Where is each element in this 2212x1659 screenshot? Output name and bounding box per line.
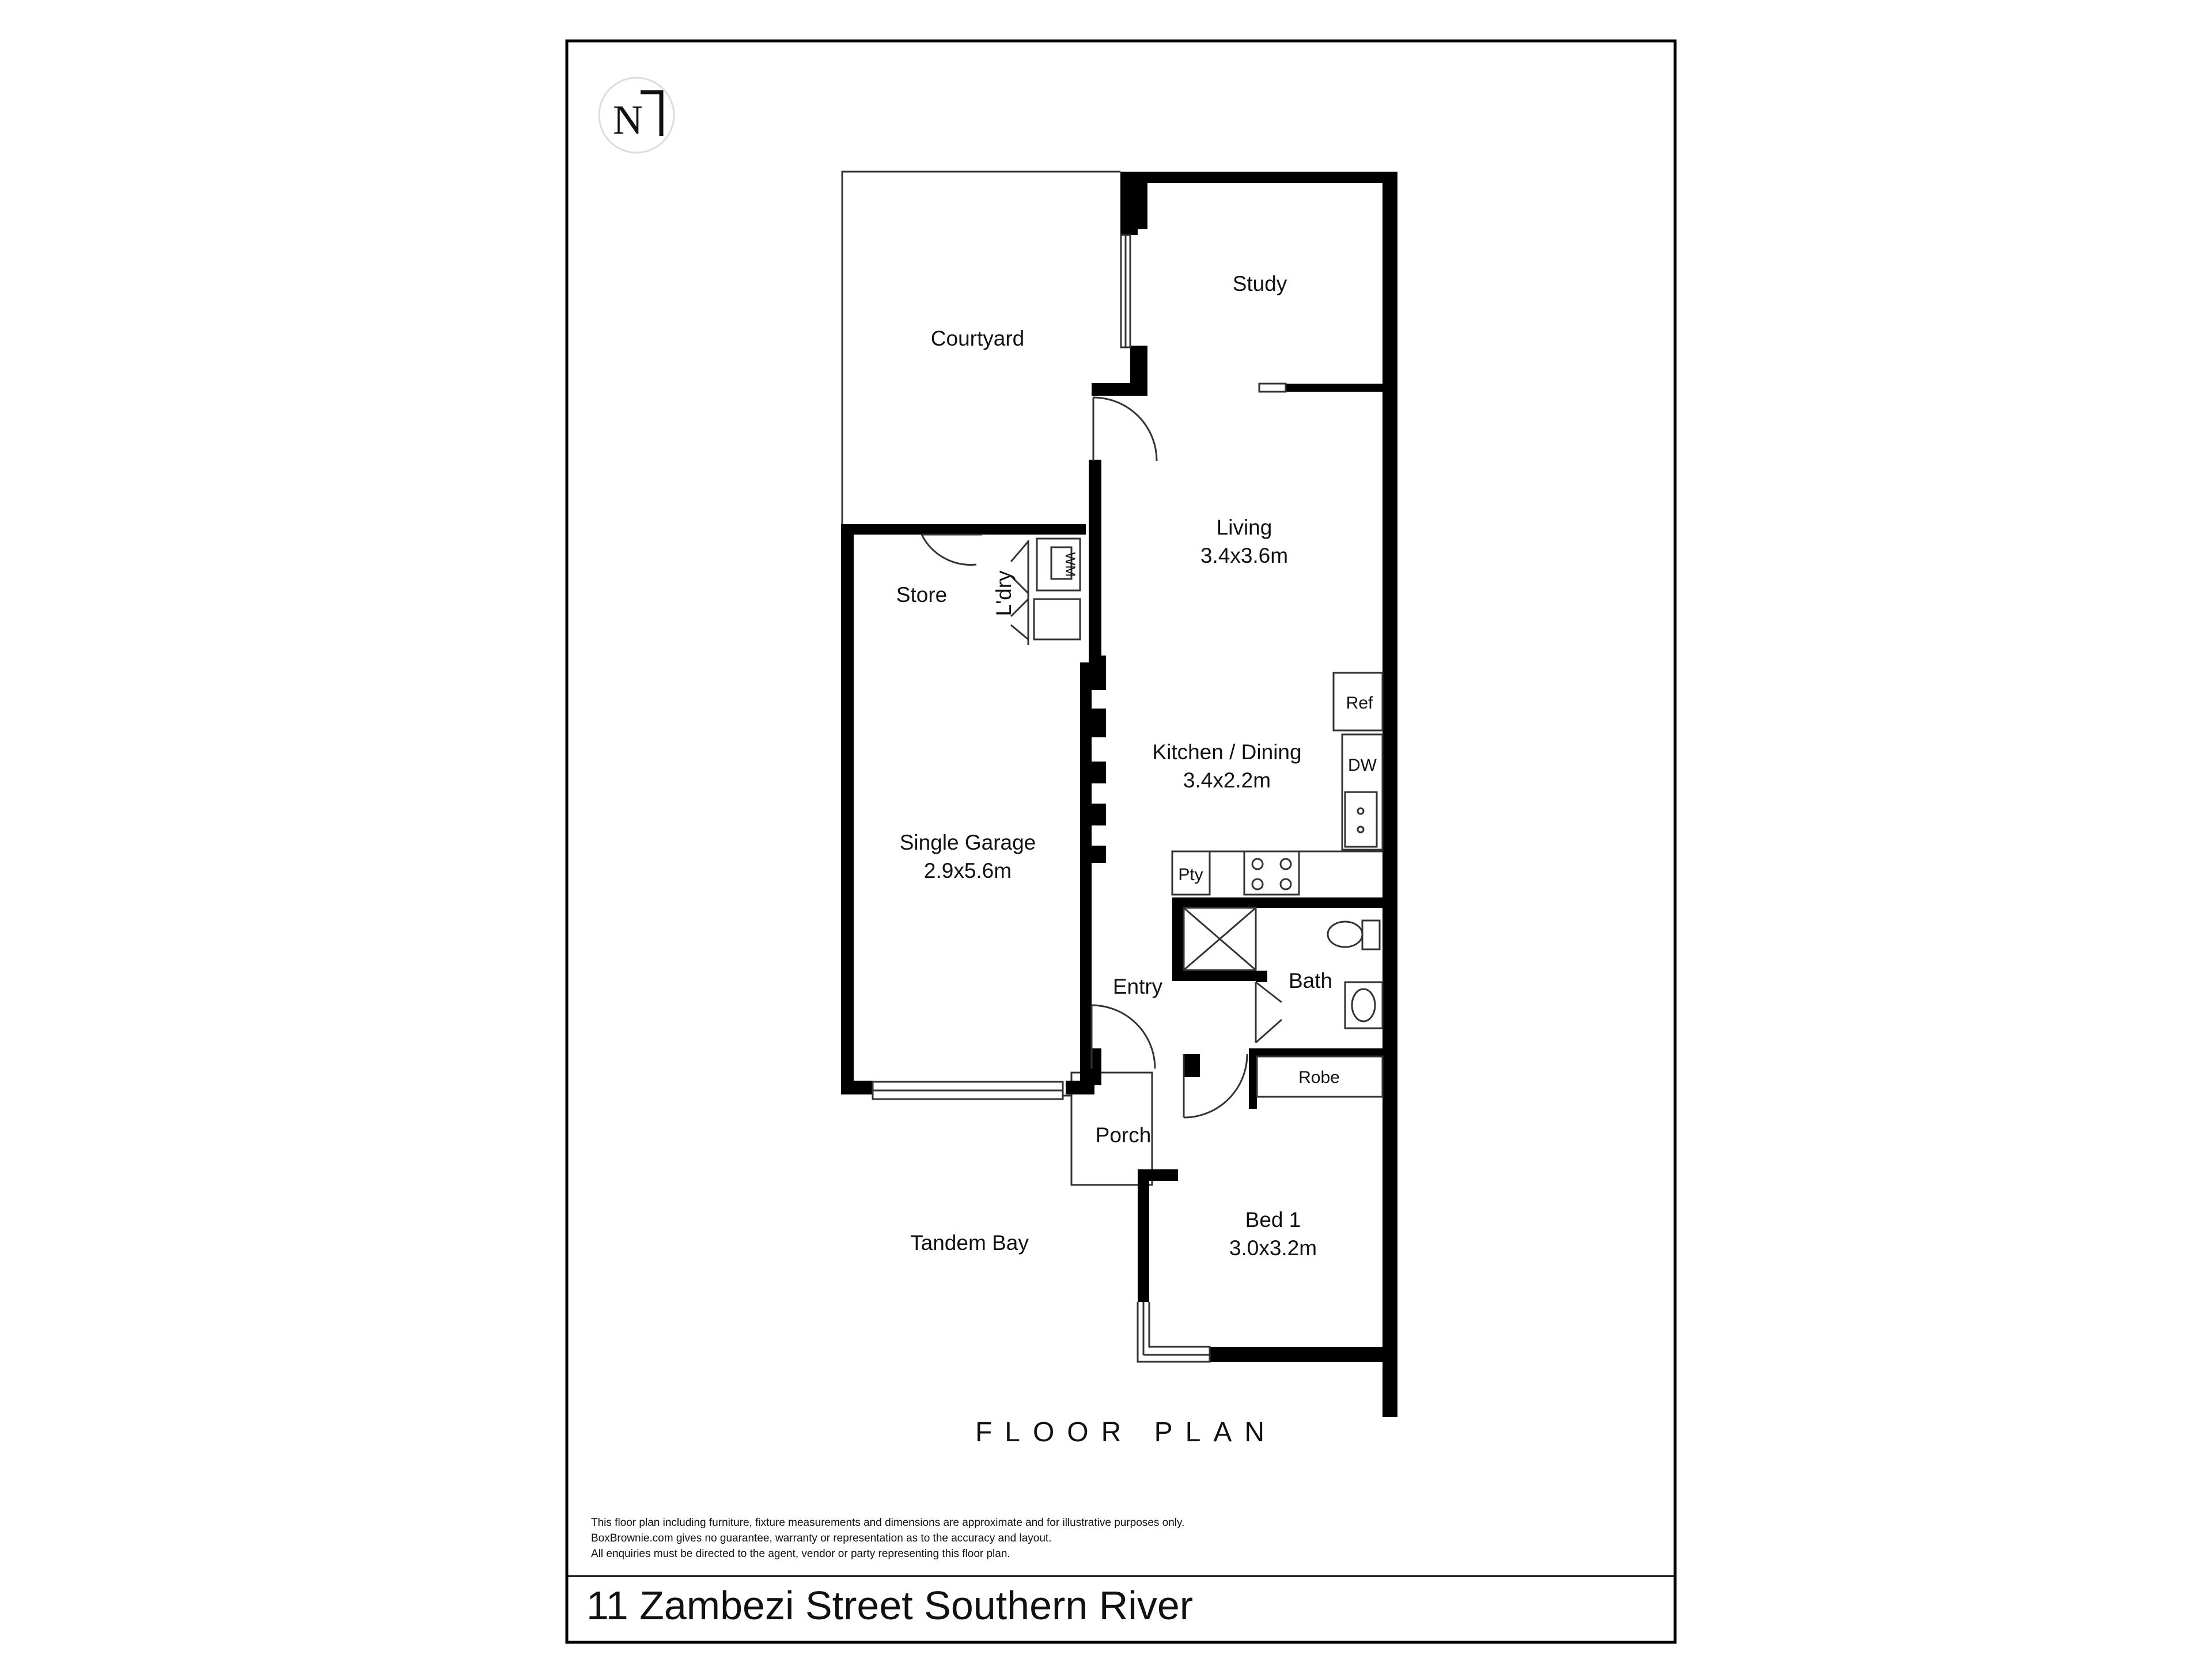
room-size-bed: 3.0x3.2m xyxy=(1229,1236,1317,1260)
label-refrigerator: Ref xyxy=(1346,694,1373,713)
room-label-kitchen: Kitchen / Dining xyxy=(1152,740,1301,764)
room-label-courtyard: Courtyard xyxy=(931,327,1024,350)
robe-box xyxy=(1256,1055,1384,1098)
disclaimer: This floor plan including furniture, fix… xyxy=(591,1515,1513,1562)
room-label-entry: Entry xyxy=(1113,975,1163,998)
room-label-laundry: L'dry xyxy=(992,570,1016,616)
label-pantry: Pty xyxy=(1178,865,1203,884)
disclaimer-line: All enquiries must be directed to the ag… xyxy=(591,1548,1010,1560)
label-dishwasher: DW xyxy=(1348,756,1377,775)
label-washing-machine: WM xyxy=(1062,552,1078,577)
disclaimer-line: BoxBrownie.com gives no guarantee, warra… xyxy=(591,1532,1052,1544)
room-label-bed: Bed 1 xyxy=(1245,1208,1301,1232)
pantry-box xyxy=(1171,850,1211,896)
laundry-trough xyxy=(1033,598,1081,641)
north-compass-icon: N xyxy=(598,77,675,154)
room-label-tandem: Tandem Bay xyxy=(910,1231,1029,1255)
doors xyxy=(921,396,1282,1119)
room-label-robe: Robe xyxy=(1298,1068,1340,1087)
cooktop xyxy=(1243,850,1300,896)
fixtures xyxy=(1033,537,1384,1098)
room-label-study: Study xyxy=(1233,272,1287,296)
toilet xyxy=(1327,921,1363,948)
property-address: 11 Zambezi Street Southern River xyxy=(586,1583,1194,1628)
room-label-porch: Porch xyxy=(1096,1123,1152,1147)
room-size-living: 3.4x3.6m xyxy=(1200,544,1288,567)
room-size-kitchen: 3.4x2.2m xyxy=(1183,768,1271,792)
compass-letter: N xyxy=(613,97,643,143)
room-label-bath: Bath xyxy=(1289,969,1332,993)
disclaimer-line: This floor plan including furniture, fix… xyxy=(591,1517,1185,1529)
windows xyxy=(872,234,1287,1363)
room-label-living: Living xyxy=(1217,516,1272,539)
plan-title: FLOOR PLAN xyxy=(975,1417,1277,1448)
room-label-garage: Single Garage xyxy=(900,831,1036,854)
room-size-garage: 2.9x5.6m xyxy=(924,859,1012,882)
fridge-space xyxy=(1332,672,1384,732)
sheet-border xyxy=(565,39,1677,1644)
walls xyxy=(841,172,1397,1417)
room-label-store: Store xyxy=(896,583,947,607)
sink xyxy=(1344,791,1378,848)
